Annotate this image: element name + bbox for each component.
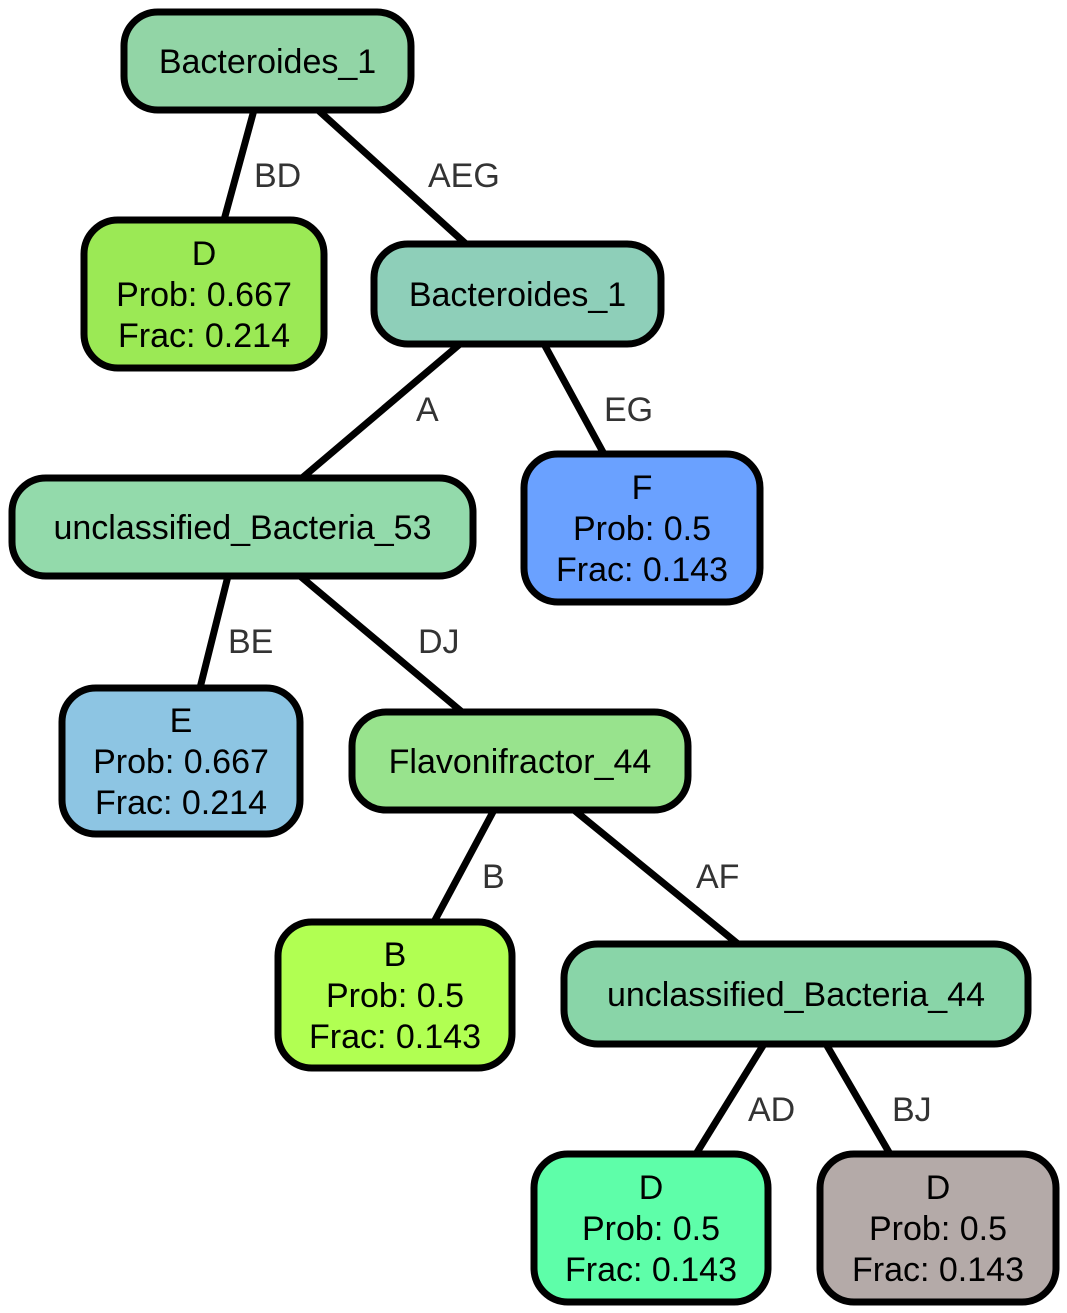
node-box	[560, 940, 1032, 1048]
node-prob: Prob: 0.5	[573, 510, 711, 548]
edge-label-ad: AD	[748, 1091, 795, 1129]
edge-label-eg: EG	[604, 391, 653, 429]
tree-node-n4: unclassified_Bacteria_53	[8, 474, 477, 580]
node-title: unclassified_Bacteria_53	[53, 509, 431, 547]
node-prob: Prob: 0.5	[869, 1210, 1007, 1248]
edge-label-be: BE	[228, 623, 273, 661]
node-frac: Frac: 0.214	[118, 317, 290, 355]
edge-n9-n11	[822, 1042, 894, 1156]
node-box	[120, 8, 415, 114]
edge-n4-n6	[196, 575, 232, 689]
node-frac: Frac: 0.143	[852, 1251, 1024, 1289]
node-prob: Prob: 0.5	[326, 977, 464, 1015]
node-class: D	[639, 1169, 664, 1207]
node-title: Bacteroides_1	[159, 43, 376, 81]
node-class: D	[926, 1169, 951, 1207]
node-box	[58, 684, 304, 838]
node-box	[370, 240, 665, 348]
node-prob: Prob: 0.667	[93, 743, 269, 781]
node-box	[530, 1150, 772, 1306]
tree-node-n9: unclassified_Bacteria_44	[560, 940, 1032, 1048]
node-prob: Prob: 0.5	[582, 1210, 720, 1248]
node-box	[348, 708, 692, 814]
node-box	[520, 450, 764, 606]
node-class: F	[632, 469, 653, 507]
node-title: Flavonifractor_44	[389, 743, 652, 781]
node-class: D	[192, 235, 217, 273]
edge-label-b: B	[482, 858, 505, 896]
node-frac: Frac: 0.214	[95, 784, 267, 822]
node-class: E	[170, 702, 193, 740]
tree-node-n3: Bacteroides_1	[370, 240, 665, 348]
tree-node-n7: Flavonifractor_44	[348, 708, 692, 814]
edge-label-bd: BD	[254, 157, 301, 195]
edge-label-af: AF	[696, 858, 739, 896]
node-class: B	[384, 936, 407, 974]
node-frac: Frac: 0.143	[309, 1018, 481, 1056]
edge-label-aeg: AEG	[428, 157, 500, 195]
edge-label-a: A	[416, 391, 439, 429]
node-frac: Frac: 0.143	[565, 1251, 737, 1289]
node-title: unclassified_Bacteria_44	[607, 976, 985, 1014]
edge-n1-n3	[315, 107, 469, 247]
edge-n3-n5	[540, 342, 608, 456]
edge-label-bj: BJ	[892, 1091, 932, 1129]
node-title: Bacteroides_1	[409, 276, 626, 314]
node-box	[274, 918, 516, 1072]
edge-n3-n4	[299, 341, 463, 481]
edge-n7-n8	[430, 808, 498, 924]
edge-n4-n7	[297, 573, 465, 715]
edge-n1-n2	[220, 109, 258, 221]
node-box	[8, 474, 477, 580]
edge-n7-n9	[571, 807, 741, 947]
tree-node-n1: Bacteroides_1	[120, 8, 415, 114]
node-box	[816, 1150, 1060, 1306]
node-frac: Frac: 0.143	[556, 551, 728, 589]
node-prob: Prob: 0.667	[116, 276, 292, 314]
edge-label-dj: DJ	[418, 623, 460, 661]
edge-n9-n10	[693, 1042, 767, 1156]
node-box	[80, 216, 328, 372]
